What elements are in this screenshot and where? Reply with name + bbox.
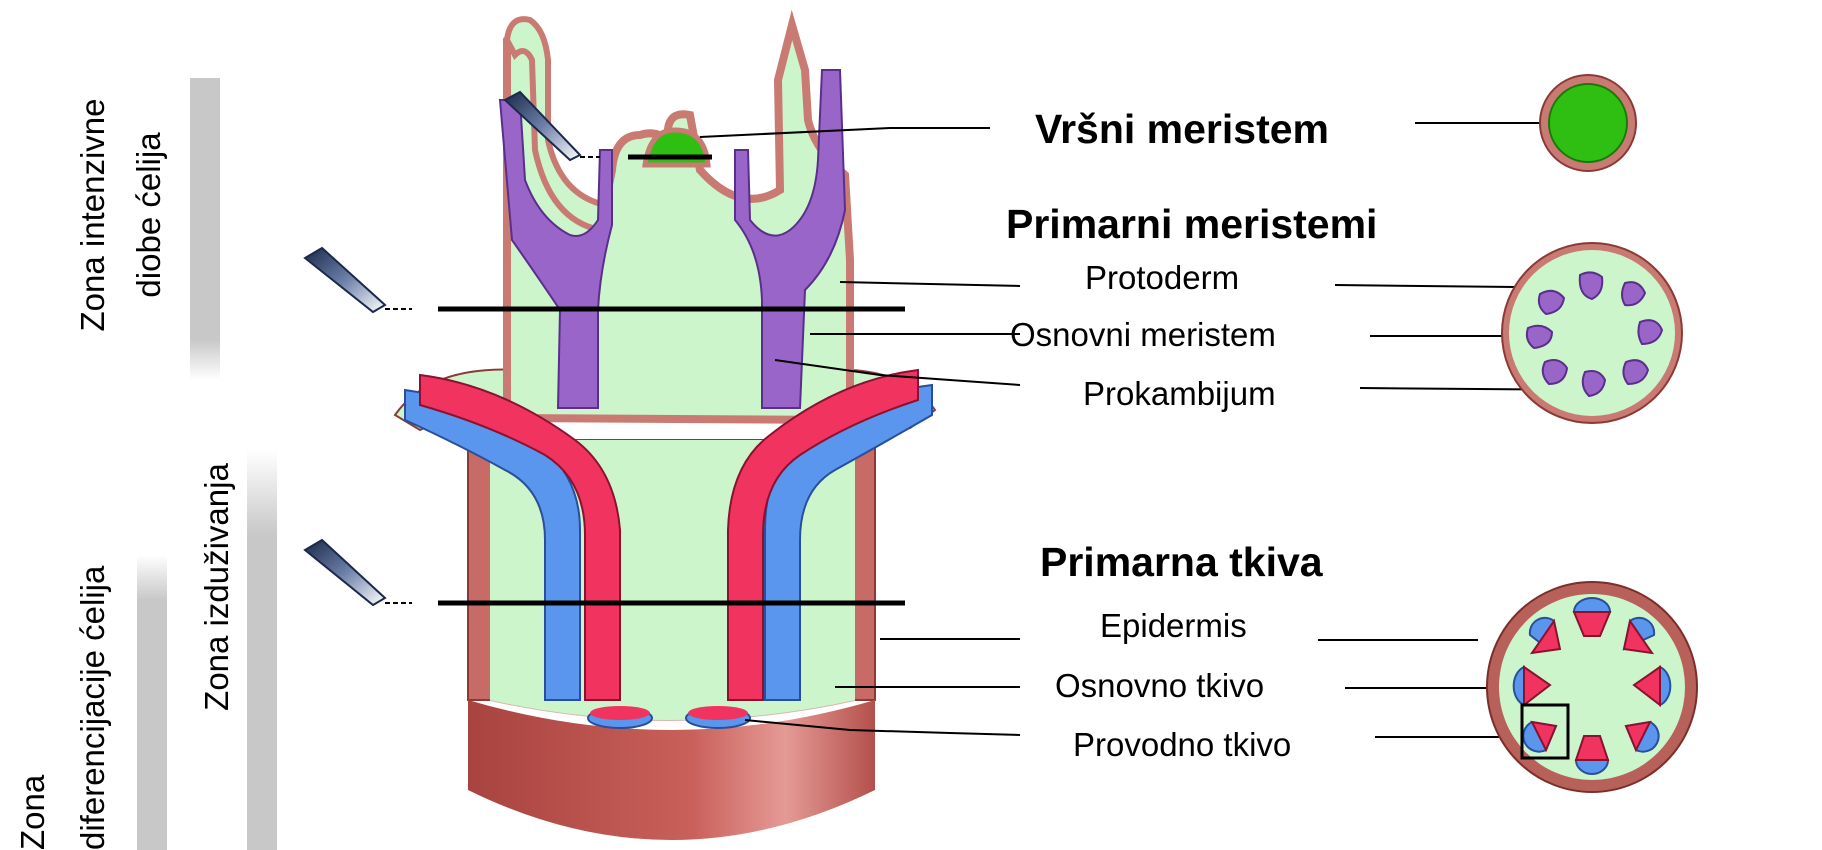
- knife-icon-middle: [305, 248, 385, 312]
- leader-protoderm-right: [1335, 285, 1515, 287]
- zone-bar-elongation-fade: [247, 450, 277, 535]
- zone-bar-division-fade: [190, 340, 220, 380]
- label-procambium: Prokambijum: [1083, 375, 1276, 412]
- heading-primary-meristems: Primarni meristemi: [1006, 201, 1377, 247]
- zone-bar-differentiation-fade: [137, 555, 167, 600]
- zone-bar-division: [190, 78, 220, 350]
- apical-section-core: [1549, 84, 1627, 162]
- stem-longitudinal-section: [395, 19, 935, 840]
- zone-label-division-2: diobe ćelija: [130, 132, 167, 298]
- leader-apical: [700, 128, 990, 137]
- cross-section-primary-tissues: [1487, 582, 1697, 792]
- zone-label-differentiation-2: diferencijacije ćelija: [74, 565, 111, 850]
- zone-label-differentiation-1: Zona: [14, 774, 51, 850]
- cross-section-apical: [1540, 75, 1636, 171]
- label-ground-meristem: Osnovni meristem: [1010, 316, 1276, 353]
- leader-protoderm: [840, 282, 1020, 286]
- label-ground-tissue: Osnovno tkivo: [1055, 667, 1264, 704]
- label-protoderm: Protoderm: [1085, 259, 1239, 296]
- vascular-bundle-oval-2-xylem: [688, 706, 748, 720]
- knife-icon-bottom: [305, 540, 385, 605]
- zone-label-division-1: Zona intenzivne: [74, 99, 111, 332]
- vascular-bundle-oval-1-xylem: [590, 706, 650, 720]
- zone-bar-elongation: [247, 535, 277, 850]
- label-epidermis: Epidermis: [1100, 607, 1247, 644]
- zone-label-elongation: Zona izduživanja: [198, 463, 235, 711]
- heading-primary-tissues: Primarna tkiva: [1040, 539, 1324, 585]
- tissue-labels: Vršni meristem Primarni meristemi Protod…: [1006, 106, 1377, 763]
- zone-bar-differentiation: [137, 600, 167, 850]
- label-vascular-tissue: Provodno tkivo: [1073, 726, 1291, 763]
- label-apical-meristem: Vršni meristem: [1035, 106, 1329, 152]
- cross-section-primary-meristems: [1502, 243, 1682, 423]
